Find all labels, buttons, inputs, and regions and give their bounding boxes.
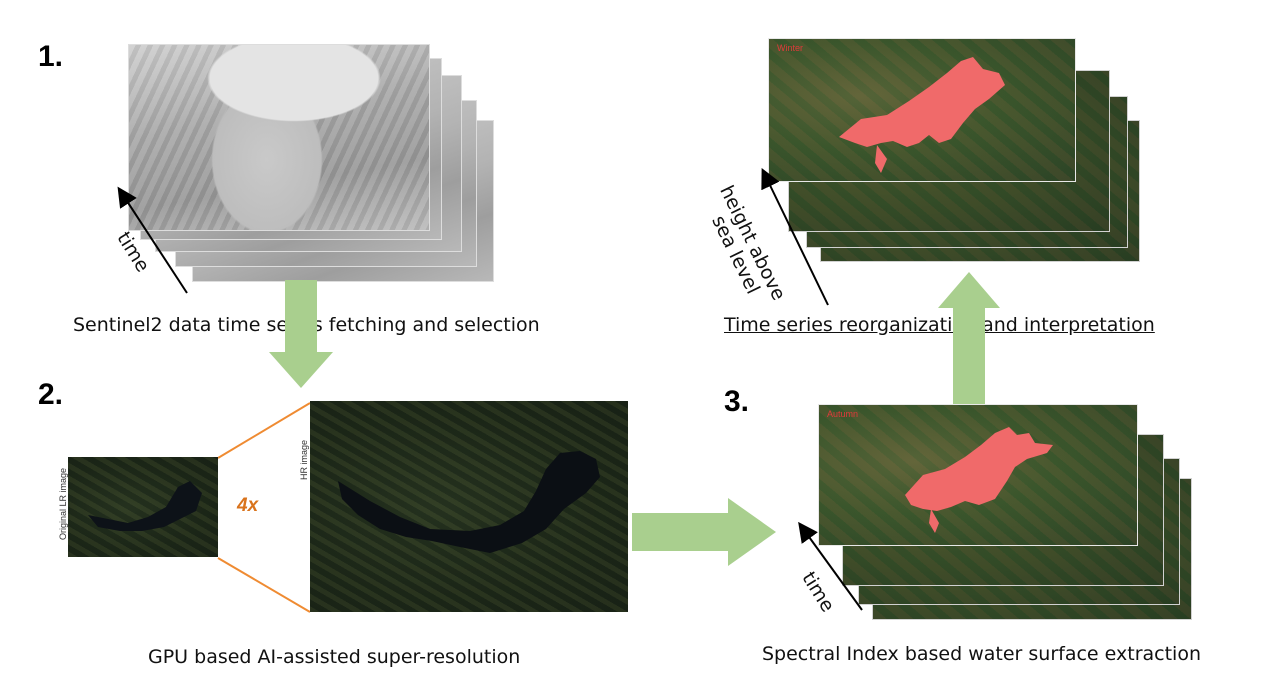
zoom-line-bottom (217, 557, 311, 613)
water-mask-winter (839, 57, 1005, 173)
time-axis-arrow-3 (798, 521, 863, 611)
frame-season-label: Winter (777, 43, 804, 53)
hr-image-label: HR image (299, 439, 309, 480)
height-axis-arrow (761, 168, 829, 306)
step-2-number: 2. (38, 378, 64, 411)
hr-image (310, 401, 628, 612)
arrow-down (269, 280, 333, 388)
satellite-frame-s3-top: Autumn (818, 404, 1138, 546)
step-3-number: 3. (724, 385, 750, 418)
hr-reservoir-shape (338, 451, 600, 553)
zoom-line-top (217, 402, 311, 459)
arrow-up (938, 272, 1000, 405)
step-1-number: 1. (38, 40, 64, 73)
grayscale-frame-top (128, 44, 430, 231)
satellite-frame-top: Winter (768, 38, 1076, 182)
water-mask-autumn (905, 427, 1053, 533)
upscale-factor-label: 4x (237, 495, 259, 516)
caption-step-4: Time series reorganization and interpret… (724, 314, 1155, 336)
arrow-right (632, 498, 776, 566)
caption-step-3: Spectral Index based water surface extra… (762, 643, 1201, 665)
lr-image-label: Original LR image (58, 467, 68, 540)
lr-image (68, 457, 218, 557)
frame-season-label-s3: Autumn (827, 409, 859, 419)
caption-step-2: GPU based AI-assisted super-resolution (148, 646, 521, 668)
time-axis-arrow-1 (117, 186, 188, 294)
lr-reservoir-shape (88, 481, 202, 531)
